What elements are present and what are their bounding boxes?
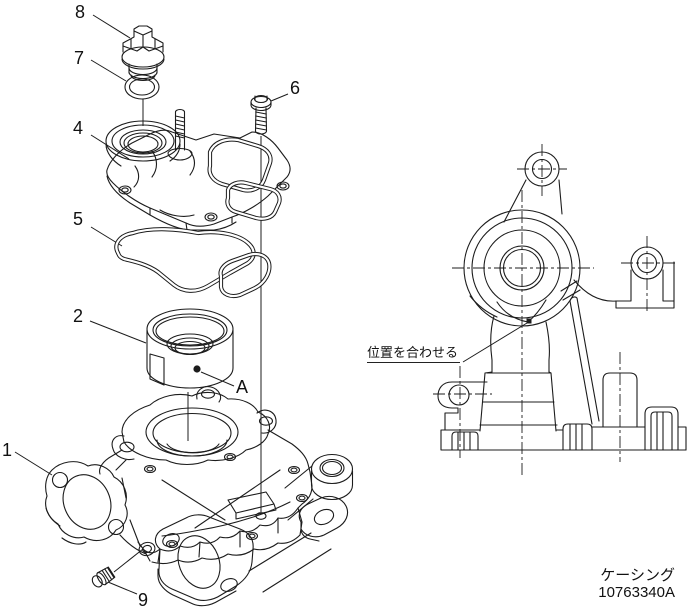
callout-7: 7 bbox=[74, 48, 85, 68]
cap-part-8 bbox=[122, 26, 164, 81]
gasket-part-5 bbox=[116, 229, 269, 296]
casing-part-1 bbox=[46, 387, 353, 606]
plug-part-9 bbox=[90, 566, 116, 589]
callout-2: 2 bbox=[73, 306, 84, 326]
front-view-drawing bbox=[433, 144, 686, 478]
callout-4: 4 bbox=[73, 118, 84, 138]
thermostat-cup-part-2 bbox=[147, 309, 233, 388]
caption-part-number: 10763340A bbox=[598, 584, 675, 601]
callout-8: 8 bbox=[75, 2, 86, 22]
callout-9: 9 bbox=[138, 590, 149, 610]
callout-6: 6 bbox=[290, 78, 301, 98]
alignment-note: 位置を合わせる bbox=[367, 346, 461, 363]
detail-dot-A bbox=[193, 365, 201, 373]
o-ring-part-7 bbox=[125, 75, 159, 99]
callout-1: 1 bbox=[2, 440, 13, 460]
alignment-marker bbox=[526, 318, 532, 324]
bolt-part-6 bbox=[251, 96, 271, 135]
cover-part-4 bbox=[106, 110, 290, 231]
callout-A: A bbox=[236, 377, 249, 397]
callout-5: 5 bbox=[73, 209, 84, 229]
leader-lines bbox=[15, 15, 527, 594]
caption: ケーシング 10763340A bbox=[553, 567, 675, 601]
caption-title: ケーシング bbox=[600, 567, 675, 584]
